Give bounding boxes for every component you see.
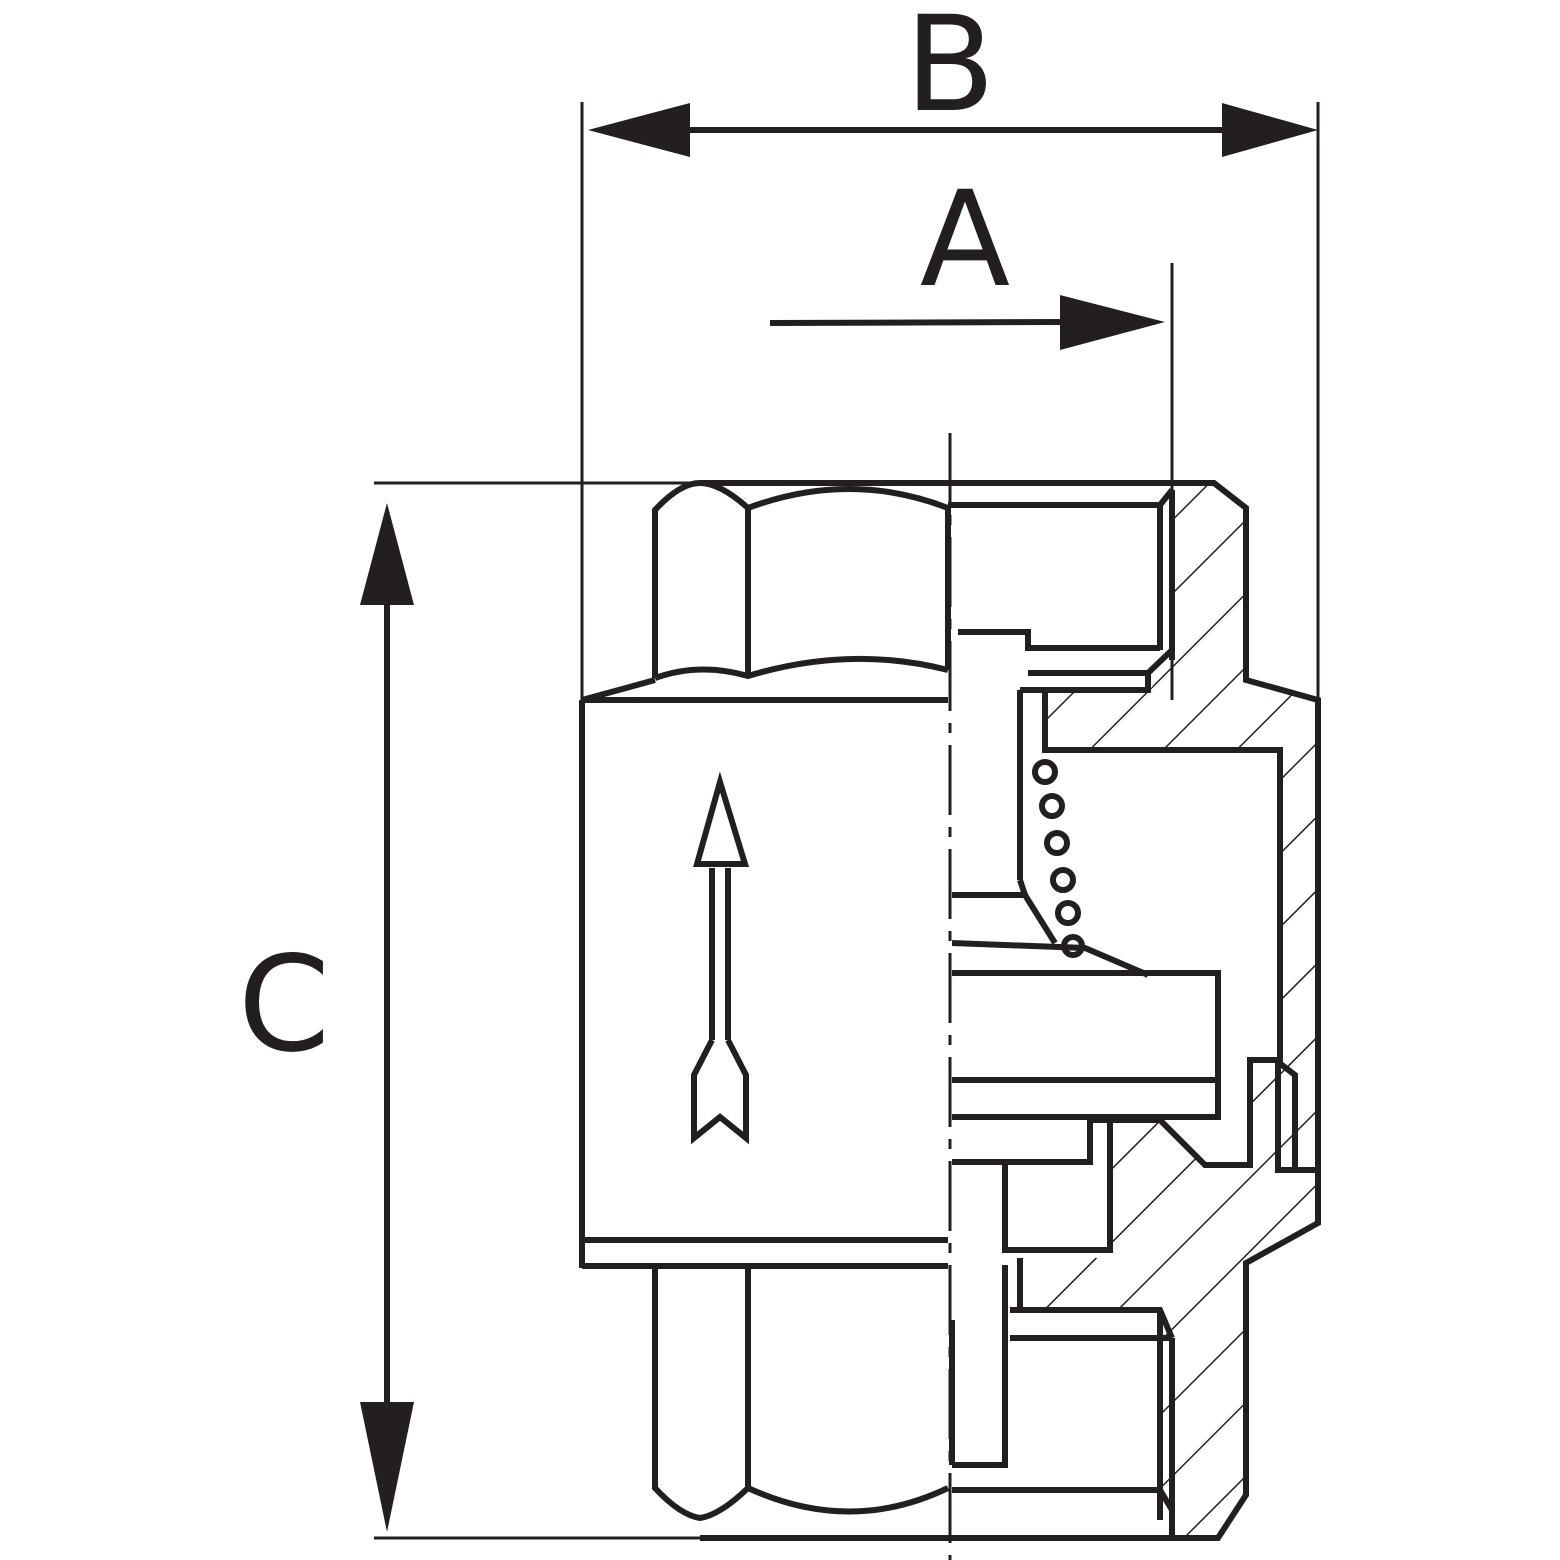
dimension-line-a	[769, 319, 1071, 326]
arrowhead-top-c	[360, 503, 414, 605]
arrowhead-right-b	[1222, 103, 1318, 157]
arrowhead-bottom-c	[360, 1402, 414, 1532]
top-hex-nut	[581, 480, 951, 703]
dimension-label-c: C	[238, 928, 330, 1082]
dimension-b	[580, 102, 1320, 700]
valve-body-exterior	[579, 697, 948, 1269]
dimension-c	[360, 481, 1175, 1540]
flow-direction-arrow	[691, 771, 750, 1145]
housing-section-outline	[948, 480, 1321, 1541]
arrowhead-left-b	[588, 103, 690, 157]
dimension-label-b: B	[905, 0, 996, 142]
arrowhead-a	[1060, 295, 1165, 350]
dimension-label-a: A	[920, 163, 1010, 317]
housing-section-hatched	[1020, 483, 1315, 1538]
bottom-hex-nut	[652, 1268, 950, 1541]
spring-coils	[1032, 759, 1085, 958]
